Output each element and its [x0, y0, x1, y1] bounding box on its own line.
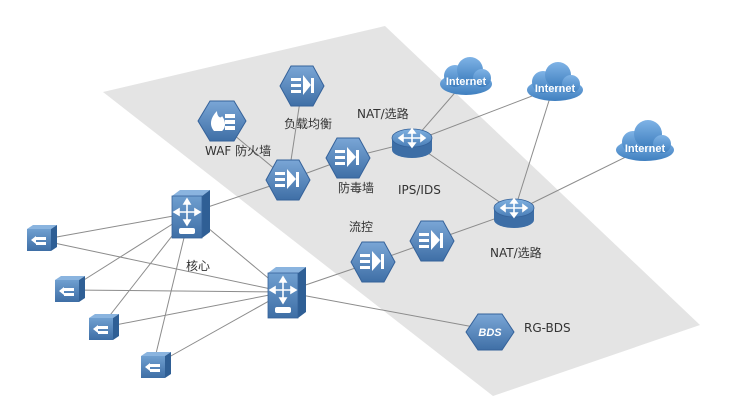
label-nat-bottom: NAT/选路	[490, 245, 542, 260]
access-switch-icon	[89, 314, 119, 340]
internet-label-1: Internet	[446, 76, 487, 88]
internet-label-3: Internet	[625, 143, 666, 155]
router-icon	[493, 197, 535, 228]
waf-firewall-device	[197, 100, 247, 142]
router-nat-bottom	[493, 197, 535, 228]
label-flow-control: 流控	[349, 220, 373, 234]
core-switch-icon	[267, 267, 306, 319]
router-ips-ids	[391, 127, 433, 158]
flow-control-icon	[350, 241, 396, 283]
label-load-balancer: 负载均衡	[284, 117, 332, 131]
access-switch-icon	[141, 352, 171, 378]
access-switch-2	[55, 276, 85, 302]
flow-control-icon	[409, 220, 455, 262]
internet-cloud-2: Internet	[527, 62, 583, 101]
cloud-icon	[527, 62, 583, 101]
load-balancer-icon	[279, 65, 325, 107]
core-switch-1	[171, 190, 210, 239]
access-switch-3	[89, 314, 119, 340]
load-balancer-device	[279, 65, 325, 107]
internet-label-2: Internet	[535, 83, 576, 95]
access-switch-icon	[27, 225, 57, 251]
label-ips-ids: IPS/IDS	[398, 183, 441, 197]
router-icon	[391, 127, 433, 158]
cloud-icon	[440, 57, 492, 95]
core-switch-icon	[171, 190, 210, 239]
flow-control-device-2	[350, 241, 396, 283]
internet-cloud-3: Internet	[616, 120, 674, 161]
security-zone-area	[103, 26, 700, 396]
flow-control-device-1	[409, 220, 455, 262]
label-core: 核心	[186, 259, 210, 273]
antivirus-icon	[325, 137, 371, 179]
firewall-icon	[197, 100, 247, 142]
access-switch-4	[141, 352, 171, 378]
firewall-arrow-icon	[265, 159, 311, 201]
label-waf: WAF 防火墙	[205, 143, 271, 158]
cloud-icon	[616, 120, 674, 161]
access-switch-1	[27, 225, 57, 251]
bds-badge-text: BDS	[478, 327, 502, 339]
label-rg-bds: RG-BDS	[524, 321, 571, 335]
bds-icon	[465, 313, 515, 351]
label-antivirus: 防毒墙	[338, 180, 374, 195]
label-nat-top: NAT/选路	[357, 106, 409, 121]
core-switch-2	[267, 267, 306, 319]
antivirus-device	[325, 137, 371, 179]
central-firewall-device	[265, 159, 311, 201]
access-switch-icon	[55, 276, 85, 302]
rg-bds-device: BDS	[465, 313, 515, 351]
internet-cloud-1: Internet	[440, 57, 492, 95]
